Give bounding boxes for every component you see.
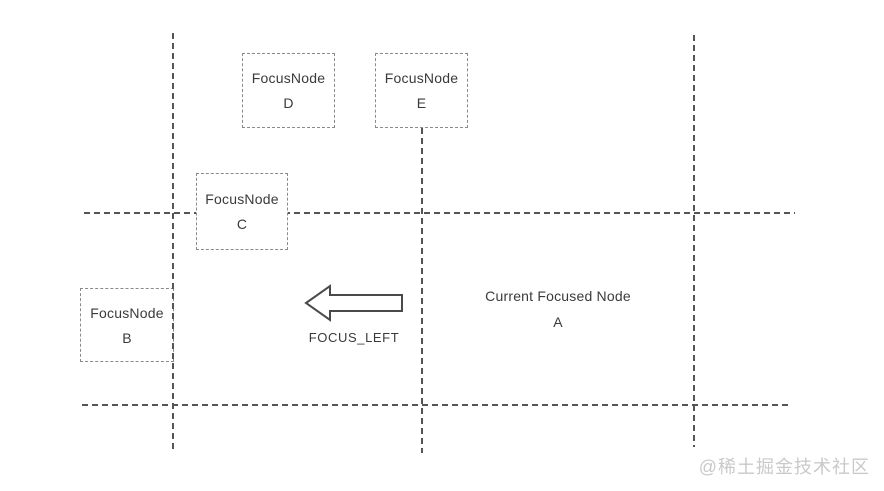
grid-vline-left <box>172 33 174 453</box>
focus-node-b-id: B <box>122 329 132 346</box>
focus-node-d-id: D <box>283 95 294 111</box>
focus-node-e-id: E <box>416 95 427 111</box>
focus-node-e: FocusNode E <box>375 53 468 128</box>
current-node-label: Current Focused Node <box>485 288 631 304</box>
focus-node-d-label: FocusNode <box>251 70 326 86</box>
focus-node-c-id: C <box>236 216 248 232</box>
current-focused-node-a: Current Focused Node A <box>422 213 694 405</box>
watermark-text: @稀土掘金技术社区 <box>698 457 870 477</box>
focus-node-b: FocusNode B <box>80 288 174 362</box>
grid-vline-middle <box>421 128 423 453</box>
focus-node-d: FocusNode D <box>242 53 335 128</box>
grid-vline-right <box>693 35 695 447</box>
focus-node-c-label: FocusNode <box>205 191 279 207</box>
focus-left-label: FOCUS_LEFT <box>308 330 400 345</box>
grid-hline-bottom <box>82 404 788 406</box>
focus-node-b-label: FocusNode <box>90 304 164 321</box>
focus-left-arrow-icon <box>303 283 405 323</box>
focus-node-e-label: FocusNode <box>384 70 459 86</box>
current-node-id: A <box>553 314 563 330</box>
focus-node-c: FocusNode C <box>196 173 288 250</box>
grid-hline-top <box>84 212 795 214</box>
